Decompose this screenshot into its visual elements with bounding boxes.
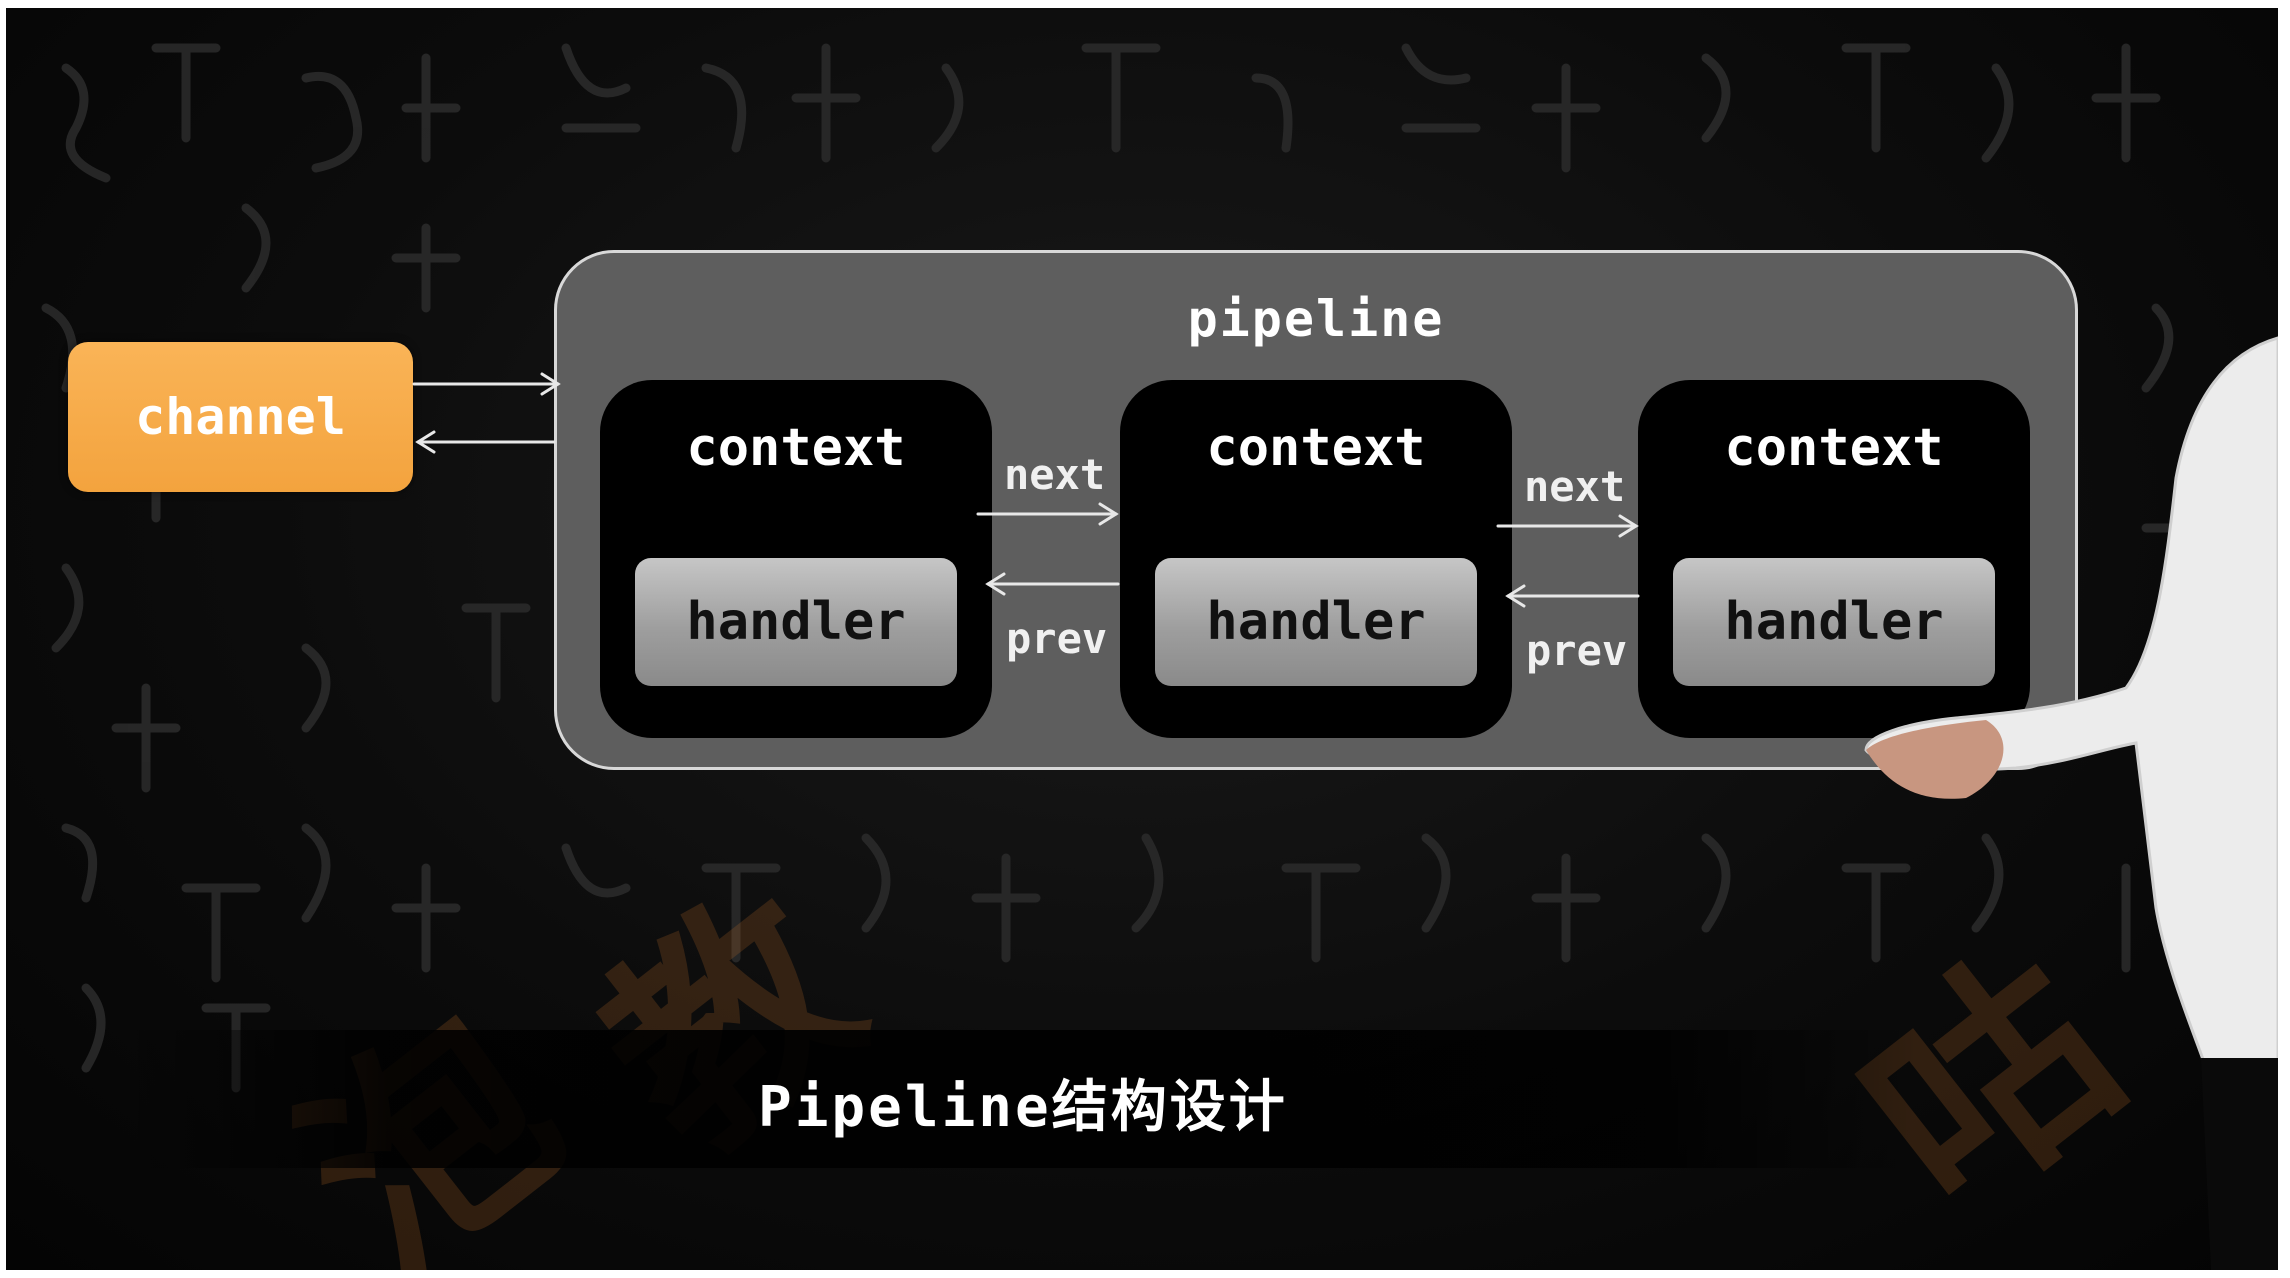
arrowhead-icon [1098,502,1119,526]
channel-box: channel [68,342,413,492]
pipeline-title: pipeline [1187,290,1445,348]
presenter-trousers [2201,1058,2278,1270]
slide-caption: Pipeline结构设计 [758,1075,1288,1140]
slide-frame: 睦 泡 教 咕 pipeline channel context handler… [6,8,2278,1270]
context-box-3: context handler [1638,380,2030,738]
presenter-hand [1866,720,2004,799]
next-label-2: next [1524,462,1626,511]
arrowhead-icon [415,430,436,454]
context-title: context [1206,418,1426,478]
handler-box: handler [1155,558,1477,686]
arrowhead-icon [540,372,561,396]
prev-label-2: prev [1526,626,1628,675]
arrowhead-icon [1618,514,1639,538]
calligraphy-background [41,43,2211,1093]
caption-bar [116,1030,1916,1168]
next-label-1: next [1004,450,1106,499]
handler-box: handler [1673,558,1995,686]
context-box-2: context handler [1120,380,1512,738]
context-box-1: context handler [600,380,992,738]
arrowhead-icon [1505,584,1526,608]
connector-arrows [412,372,1640,608]
arrowhead-icon [985,572,1006,596]
presenter-shirt [1864,336,2278,1072]
presenter-figure [1864,336,2278,1270]
handler-box: handler [635,558,957,686]
prev-label-1: prev [1006,614,1108,663]
context-title: context [686,418,906,478]
context-title: context [1724,418,1944,478]
